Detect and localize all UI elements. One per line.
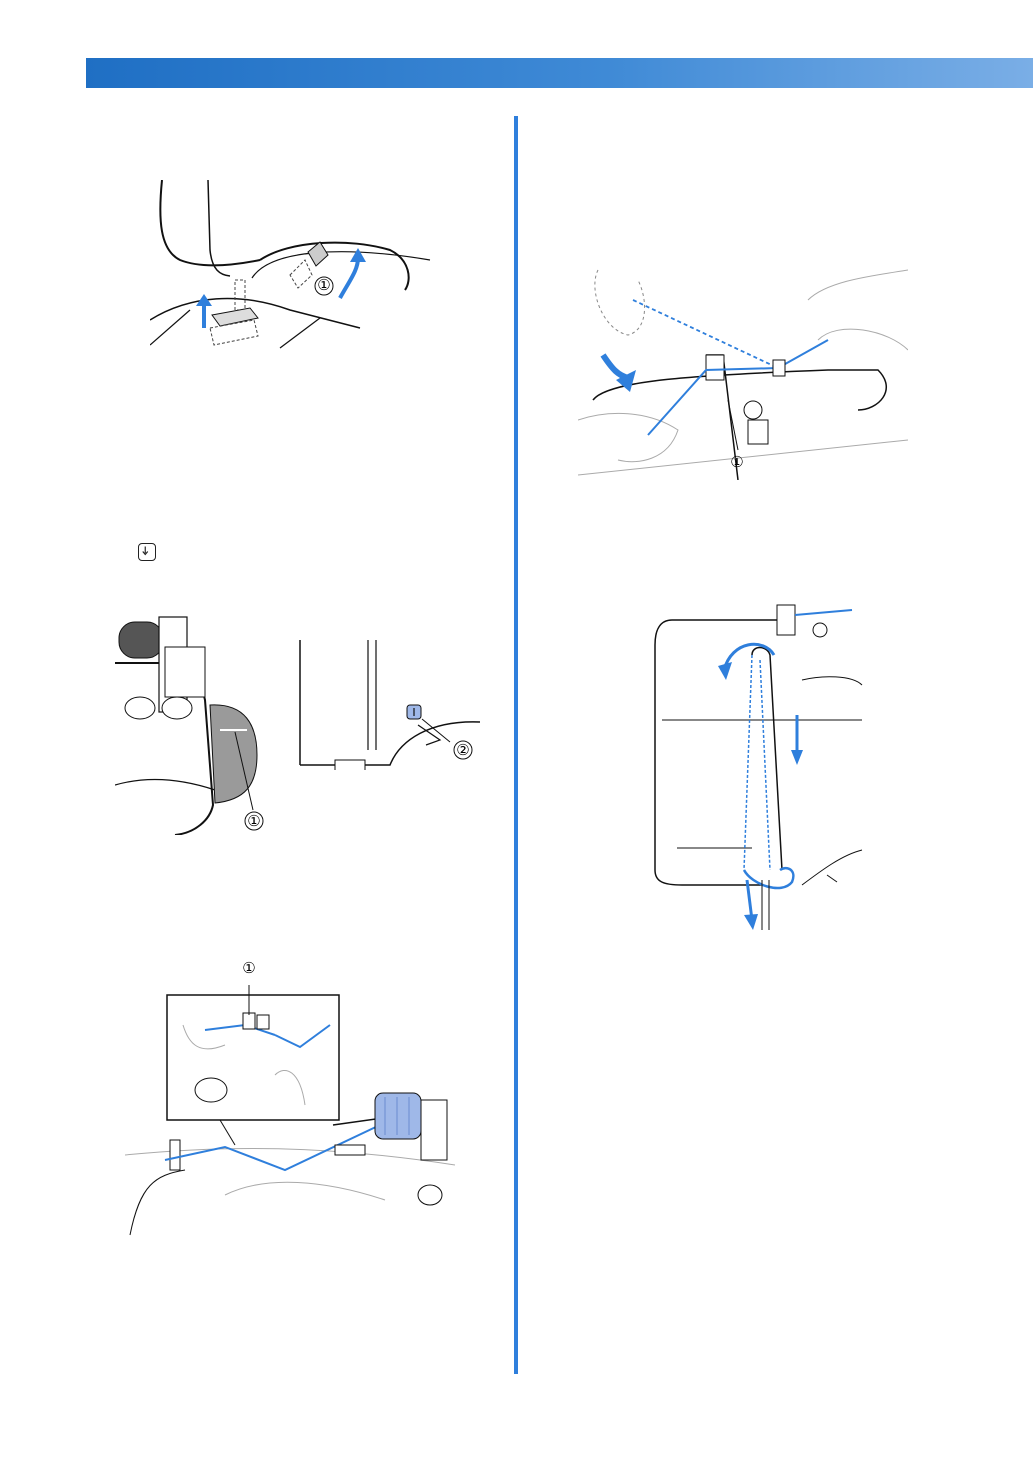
callout-2: ② — [454, 743, 472, 758]
callout-1: ① — [315, 278, 333, 293]
callout-1: ① — [728, 455, 746, 470]
callout-1: ① — [240, 961, 258, 976]
thread-guide-pass-illustration — [578, 260, 908, 480]
thread-guide-spool-illustration — [125, 985, 460, 1265]
handwheel-illustration — [115, 605, 275, 835]
presser-foot-illustration — [150, 180, 440, 360]
callout-1: ① — [245, 814, 263, 829]
upper-threading-path-illustration — [652, 600, 867, 930]
header-bar — [86, 58, 1033, 88]
column-divider — [514, 116, 518, 1374]
needle-position-key-icon — [138, 543, 156, 561]
